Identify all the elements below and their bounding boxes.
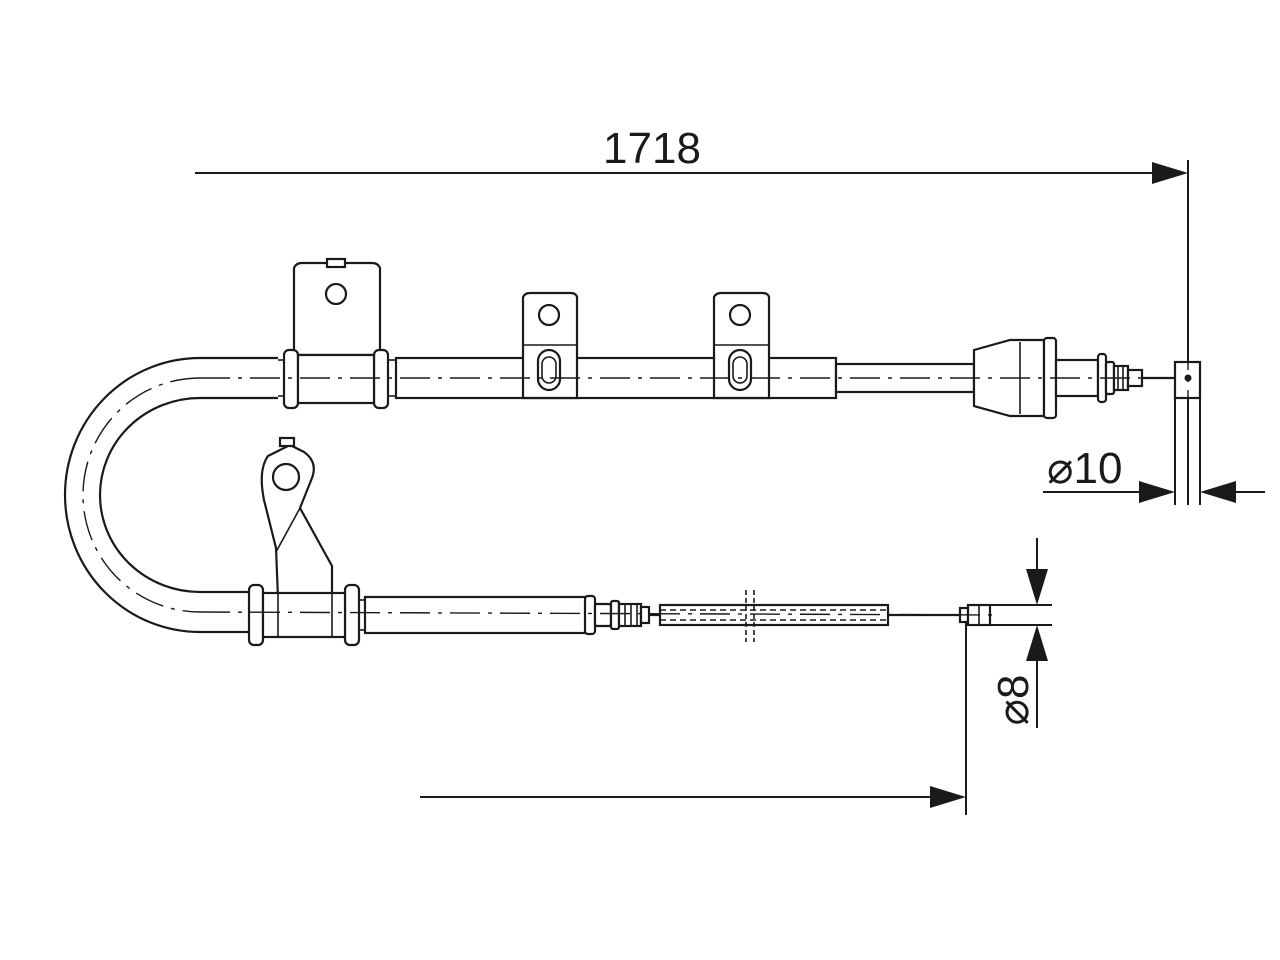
diameter-10-dimension: ⌀10 xyxy=(1043,398,1265,505)
length-dimension: 1718 xyxy=(195,124,1189,505)
grommet-bracket-lower xyxy=(247,436,365,647)
lower-inner-cable xyxy=(593,590,992,642)
diameter-8-value: ⌀8 xyxy=(989,675,1038,726)
u-bend xyxy=(63,356,201,634)
diameter-8-dimension: ⌀8 xyxy=(968,538,1052,728)
clip-bracket-1 xyxy=(521,291,579,400)
lower-sheath-tube xyxy=(363,595,589,635)
lower-sheath xyxy=(200,590,597,636)
lower-length-dimension xyxy=(420,622,967,815)
diameter-10-value: ⌀10 xyxy=(1047,444,1122,493)
length-value: 1718 xyxy=(603,124,701,173)
center-lines xyxy=(82,340,1189,616)
length-arrow-head xyxy=(1152,162,1188,184)
grommet-bracket-large xyxy=(278,257,396,410)
lower-ferrule xyxy=(583,594,597,636)
clip-bracket-2 xyxy=(712,291,771,400)
